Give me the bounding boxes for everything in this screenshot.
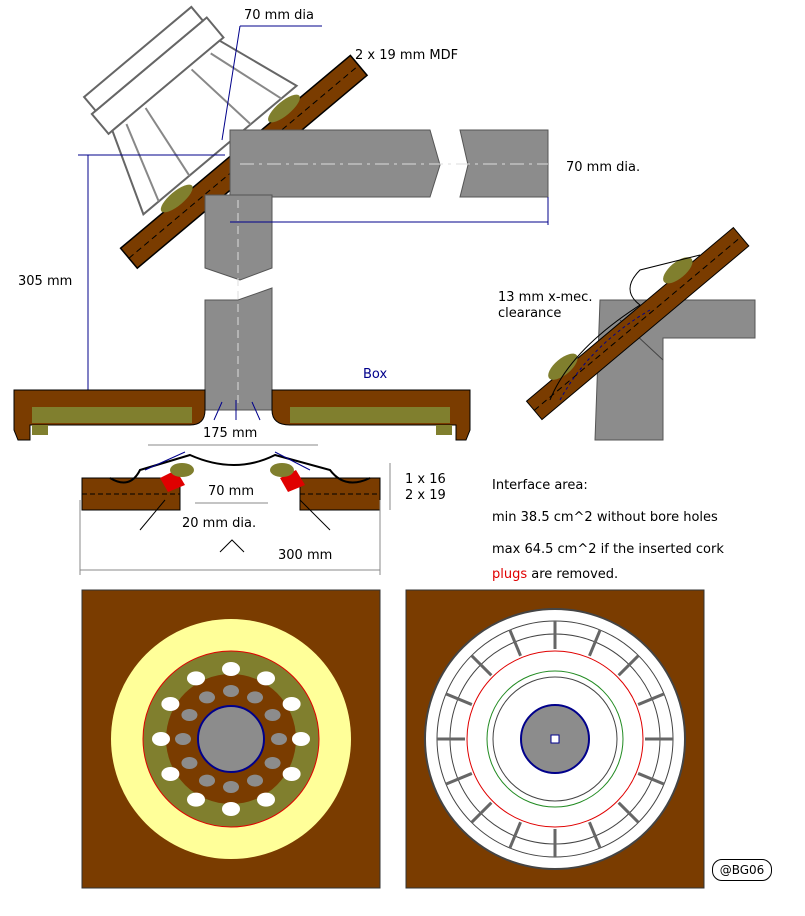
bore-hole-grey [181,757,198,769]
notes-max: max 64.5 cm^2 if the inserted cork [492,542,724,557]
removed-text: are removed. [527,567,619,582]
frame-spoke [445,692,473,706]
plugs-word: plugs [492,567,528,582]
bore-hole-grey [247,774,263,787]
notes-removed-line: plugs are removed. [492,567,618,582]
bore-hole-white [187,671,205,686]
frame-spokes [437,621,673,857]
frame-spoke [637,692,665,706]
frame-spoke [637,772,665,786]
frame-spoke [617,801,640,824]
clearance-detail [525,226,756,441]
bore-hole-grey [199,774,215,787]
frame-spoke [588,629,602,657]
outlet-dia-label: 70 mm dia [244,8,314,23]
frame-spoke [617,654,640,677]
bottom-left-panel [81,589,381,889]
layer-1-label: 1 x 16 [405,472,446,487]
signature-badge: @BG06 [712,859,772,881]
cabinet-box [13,389,471,441]
bore-hole-white [257,792,275,807]
frame-spoke [508,629,522,657]
bore-hole-white [222,802,240,816]
dimension-lines [78,25,549,425]
bore-hole-grey [223,685,239,697]
dim-20-label: 20 mm dia. [182,516,257,531]
bore-hole-grey [181,709,198,721]
bore-hole-white [282,767,301,781]
bore-hole-white [282,697,301,711]
notes-heading: Interface area: [492,478,588,493]
frame-spoke [508,821,522,849]
frame-spoke [588,821,602,849]
layer-2-label: 2 x 19 [405,488,446,503]
frame-spoke [470,654,493,677]
width-175-label: 175 mm [203,426,258,441]
vertical-pipe [204,194,273,411]
notes-min: min 38.5 cm^2 without bore holes [492,510,718,525]
frame-spoke [470,801,493,824]
bore-hole-white [222,662,240,676]
clearance-label-1: 13 mm x-mec. [498,290,593,305]
frame-spoke [445,772,473,786]
bore-hole-grey [271,733,287,745]
height-label: 305 mm [18,274,73,289]
bore-hole-grey [264,709,281,721]
horizontal-pipe [229,129,549,198]
bore-hole-white [187,792,205,807]
bore-hole-white [152,732,170,746]
bore-hole-white [161,697,180,711]
bore-hole-grey [247,691,263,704]
pipe-dia-label: 70 mm dia. [566,160,641,175]
bore-hole-grey [264,757,281,769]
cross-section [79,444,391,575]
mdf-label: 2 x 19 mm MDF [355,48,459,63]
clearance-label-2: clearance [498,306,562,321]
dim-70-label: 70 mm [208,484,255,499]
bore-hole-grey [199,691,215,704]
box-label: Box [363,367,388,382]
bore-holes [152,662,310,816]
bore-hole-white [292,732,310,746]
dim-300-label: 300 mm [278,548,333,563]
bore-hole-grey [175,733,191,745]
bore-hole-white [257,671,275,686]
bore-hole-grey [223,781,239,793]
bore-hole-white [161,767,180,781]
